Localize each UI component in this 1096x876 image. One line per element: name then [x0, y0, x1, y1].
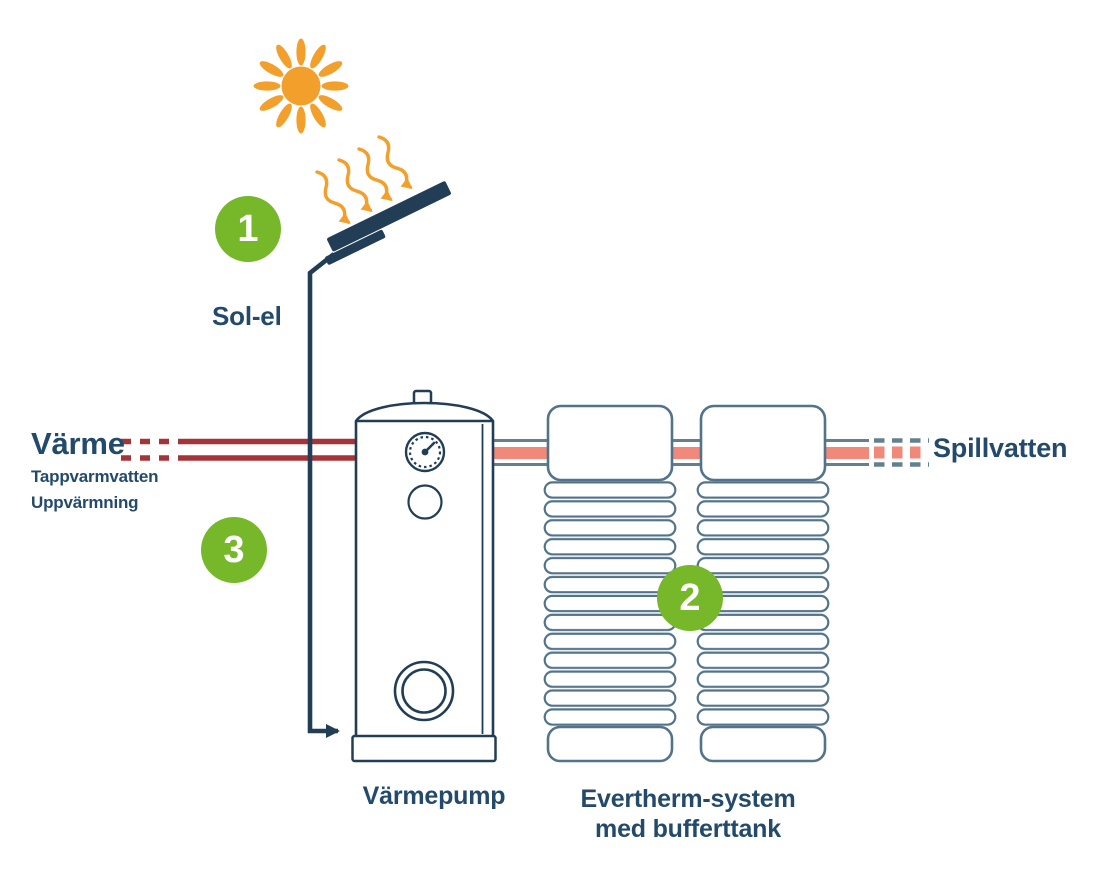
sol-el-pipe — [307, 252, 340, 738]
pressure-gauge-icon — [404, 431, 446, 473]
step-number: 1 — [237, 207, 259, 250]
buffer-tank-1 — [543, 404, 677, 763]
solar-panel-icon — [325, 181, 451, 265]
evertherm-label: Evertherm-system med bufferttank — [558, 784, 818, 844]
tank-to-tank-pipe — [670, 439, 703, 466]
step-number: 2 — [679, 576, 701, 619]
evertherm-label-line2: med bufferttank — [595, 815, 781, 843]
varmepump-label: Värmepump — [362, 782, 506, 810]
heat-pump — [351, 389, 497, 763]
varme-label: Värme — [31, 426, 125, 461]
sun-icon — [253, 38, 349, 134]
compressor-circle-icon — [393, 660, 455, 722]
tappvarmvatten-label: Tappvarmvatten — [31, 467, 159, 486]
step-badge-1: 1 — [215, 196, 281, 262]
step-badge-2: 2 — [657, 565, 723, 631]
spillvatten-label: Spillvatten — [933, 433, 1068, 463]
heatpump-to-tank-pipe — [492, 439, 550, 466]
step-badge-3: 3 — [201, 517, 267, 583]
varme-pipes — [121, 438, 356, 461]
uppvarmning-label: Uppvärmning — [31, 493, 139, 512]
evertherm-label-line1: Evertherm-system — [580, 785, 796, 813]
heat-pump-port-circle — [407, 484, 443, 520]
buffer-tank-2 — [696, 404, 830, 763]
step-number: 3 — [223, 528, 245, 571]
spillvatten-pipe — [824, 438, 929, 467]
sol-el-label: Sol-el — [212, 301, 282, 331]
